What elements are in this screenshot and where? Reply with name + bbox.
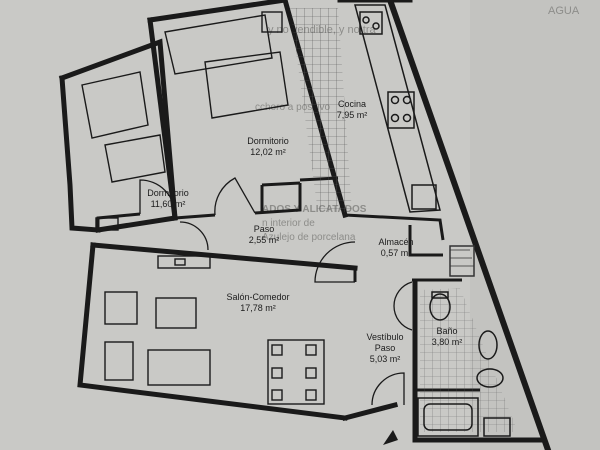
entrance-arrow-icon bbox=[383, 430, 398, 445]
door-bath bbox=[393, 281, 413, 331]
sofa-icon bbox=[147, 349, 211, 386]
wardrobe-icon bbox=[164, 14, 273, 75]
interior-walls bbox=[96, 176, 480, 392]
room-label-almacen: Almacén 0,57 m² bbox=[378, 237, 413, 258]
room-area: 5,03 m² bbox=[370, 354, 401, 364]
bidet-icon bbox=[476, 368, 504, 388]
room-area: 2,55 m² bbox=[249, 235, 280, 245]
room-name: Almacén bbox=[378, 237, 413, 247]
entrance-door bbox=[371, 372, 405, 406]
bathtub-icon bbox=[417, 397, 479, 437]
room-area: 7,95 m² bbox=[337, 110, 368, 120]
room-label-bano: Baño 3,80 m² bbox=[432, 326, 463, 347]
bg-text-heading: AGUA bbox=[548, 5, 580, 17]
bath-tile-floor bbox=[420, 288, 518, 432]
bg-text-line-1: cchoro a positivo bbox=[255, 102, 330, 113]
room-area: 17,78 m² bbox=[240, 303, 276, 313]
dining-table-icon bbox=[267, 339, 325, 405]
room-name: Paso bbox=[254, 224, 275, 234]
kitchen-fixtures bbox=[354, 4, 441, 213]
bed-icon bbox=[81, 71, 149, 139]
bathroom-fixtures bbox=[417, 291, 511, 437]
bg-text-line-2: ADOS Y ALICATADOS bbox=[262, 204, 367, 215]
door-salon bbox=[314, 241, 356, 283]
room-area: 0,57 m² bbox=[381, 248, 412, 258]
room-name: Salón-Comedor bbox=[226, 292, 289, 302]
room-label-cocina: Cocina 7,95 m² bbox=[337, 99, 368, 120]
cooktop-icon bbox=[387, 91, 415, 129]
room-name: Dormitorio bbox=[247, 136, 289, 146]
sink-icon bbox=[359, 11, 383, 35]
kitchen-tile-floor bbox=[290, 8, 352, 212]
doors bbox=[139, 177, 413, 406]
bg-text-line-3: n interior de bbox=[262, 218, 315, 229]
fridge-icon bbox=[411, 184, 437, 210]
coffee-table-icon bbox=[155, 297, 197, 329]
washbasin-icon bbox=[478, 330, 498, 360]
bg-text-line-4: Azulejo de porcelana bbox=[262, 232, 356, 243]
room-area: 11,60 m² bbox=[151, 199, 186, 209]
shower-tray-icon bbox=[483, 417, 511, 437]
exterior-walls bbox=[58, 0, 552, 450]
tv-cabinet-icon bbox=[157, 255, 211, 269]
room-label-paso: Paso 2,55 m² bbox=[249, 224, 280, 245]
room-label-dormitorio-2: Dormitorio 12,02 m² bbox=[247, 136, 289, 157]
salon-furniture bbox=[104, 255, 325, 405]
bed-icon-3 bbox=[204, 51, 289, 119]
room-area: 3,80 m² bbox=[432, 337, 463, 347]
room-name: Baño bbox=[436, 326, 457, 336]
armchair-icon bbox=[104, 291, 138, 325]
toilet-icon bbox=[429, 293, 451, 321]
nightstand-icon-2 bbox=[261, 11, 283, 33]
room-label-dormitorio-1: Dormitorio 11,60 m² bbox=[147, 188, 189, 209]
room-name: Cocina bbox=[338, 99, 366, 109]
room-name: Dormitorio bbox=[147, 188, 189, 198]
bed-icon-2 bbox=[104, 134, 166, 183]
door-paso bbox=[179, 221, 209, 251]
bedroom-2-furniture bbox=[164, 11, 289, 119]
door-bedroom-1 bbox=[139, 179, 176, 217]
nightstand-icon bbox=[95, 217, 119, 231]
door-bedroom-2 bbox=[214, 177, 256, 216]
room-label-salon-comedor: Salón-Comedor 17,78 m² bbox=[226, 292, 289, 313]
armchair-icon-2 bbox=[104, 341, 134, 381]
almacen-hatch bbox=[449, 245, 475, 277]
bedroom-1-furniture bbox=[81, 71, 166, 231]
room-labels: Dormitorio 11,60 m² Dormitorio 12,02 m² … bbox=[147, 99, 462, 364]
room-area: 12,02 m² bbox=[250, 147, 286, 157]
